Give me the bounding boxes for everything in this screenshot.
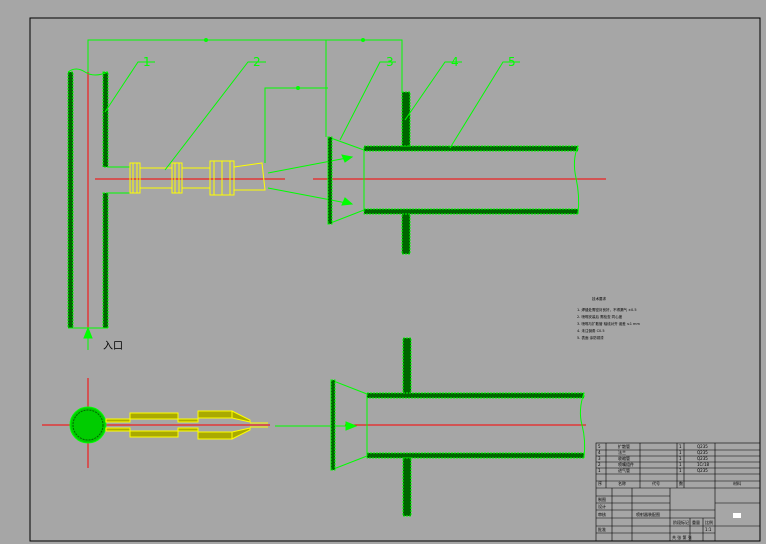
inlet-arrow bbox=[83, 326, 93, 350]
bom-cell: 1 bbox=[679, 444, 682, 449]
bom-cell: 5 bbox=[598, 444, 601, 449]
bom-header-cell: 数 bbox=[679, 480, 683, 486]
inlet-pipe-section bbox=[69, 406, 107, 444]
bom-cell: 收缩管 bbox=[618, 455, 630, 461]
flow-arrow-lower bbox=[275, 421, 358, 431]
technical-notes: 技术要求 1. 焊缝处需密封良好，不得漏气 ±0.5 2. 喷嘴安装后 需检查 … bbox=[577, 296, 640, 340]
scale-value: 1:1 bbox=[705, 527, 712, 532]
weight-label: 重量 bbox=[692, 519, 700, 525]
bom-row: 1 进气管 1 Q235 bbox=[598, 467, 708, 473]
bom-header-row: 序 名称 代号 数 材料 bbox=[598, 480, 741, 486]
inlet-label: 入口 bbox=[103, 341, 123, 352]
notes-line-5: 5. 表面 涂防锈漆 bbox=[577, 335, 604, 340]
bom-cell: 1 bbox=[679, 468, 682, 473]
notes-title: 技术要求 bbox=[592, 296, 606, 301]
sheet-label: 共 张 第 张 bbox=[672, 534, 692, 540]
drawn-label: 制图 bbox=[598, 496, 606, 502]
bom-cell: 1 bbox=[679, 450, 682, 455]
bom-cell: Q235 bbox=[697, 450, 708, 455]
callout-2: 2 bbox=[253, 55, 261, 69]
bom-header-cell: 名称 bbox=[618, 480, 626, 486]
bom-cell: 1 bbox=[679, 456, 682, 461]
bom-cell: 3 bbox=[598, 456, 601, 461]
bom-header-cell: 序 bbox=[598, 480, 602, 486]
flange-lower bbox=[402, 337, 412, 517]
bom-cell: 进气管 bbox=[618, 467, 630, 473]
bom-header-cell: 材料 bbox=[733, 480, 741, 486]
callout-leaders bbox=[104, 61, 520, 171]
drawing-name: 喷射器装配图 bbox=[636, 511, 660, 517]
bom-header-cell: 代号 bbox=[652, 480, 660, 486]
callout-1: 1 bbox=[143, 55, 151, 69]
bom-table: 5 扩散管 1 Q235 4 法兰 1 Q235 3 收缩管 1 Q235 2 … bbox=[598, 443, 741, 486]
logo-mark bbox=[733, 513, 741, 518]
nozzle-assembly bbox=[129, 160, 266, 196]
bom-cell: 喷嘴组件 bbox=[618, 461, 634, 467]
notes-line-4: 4. 未注倒角 C0.5 bbox=[577, 328, 605, 333]
stage-label: 阶段标记 bbox=[673, 519, 689, 525]
designer-label: 设计 bbox=[598, 503, 606, 509]
callout-3: 3 bbox=[386, 55, 394, 69]
title-block-text: 制图 设计 审核 批准 喷射器装配图 阶段标记 重量 比例 1:1 共 张 第 … bbox=[598, 496, 713, 540]
bom-cell: 1Cr18 bbox=[697, 462, 710, 467]
flange-upper bbox=[401, 91, 411, 255]
bom-cell: 扩散管 bbox=[618, 443, 630, 449]
bom-cell: 1 bbox=[598, 468, 601, 473]
flow-arrows bbox=[267, 154, 354, 206]
inlet-pipe bbox=[67, 68, 130, 329]
bom-cell: 1 bbox=[679, 462, 682, 467]
checker-label: 审核 bbox=[598, 511, 606, 517]
bom-cell: Q235 bbox=[697, 456, 708, 461]
bom-row: 5 扩散管 1 Q235 bbox=[598, 443, 708, 449]
bom-cell: 2 bbox=[598, 462, 601, 467]
notes-line-2: 2. 喷嘴安装后 需检查 同心度 bbox=[577, 314, 623, 319]
callout-4: 4 bbox=[451, 55, 459, 69]
bom-row: 3 收缩管 1 Q235 bbox=[598, 455, 708, 461]
notes-line-1: 1. 焊缝处需密封良好，不得漏气 ±0.5 bbox=[577, 307, 637, 312]
connecting-pipe bbox=[87, 38, 403, 163]
bom-cell: Q235 bbox=[697, 468, 708, 473]
bom-cell: 法兰 bbox=[618, 449, 626, 455]
diffuser-lower bbox=[330, 379, 586, 471]
bom-cell: 4 bbox=[598, 450, 601, 455]
bom-row: 2 喷嘴组件 1 1Cr18 bbox=[598, 461, 710, 467]
callout-5: 5 bbox=[508, 55, 516, 69]
title-block bbox=[595, 442, 761, 542]
bom-row: 4 法兰 1 Q235 bbox=[598, 449, 708, 455]
ratio-label: 比例 bbox=[705, 519, 713, 525]
bom-cell: Q235 bbox=[697, 444, 708, 449]
sheet-border bbox=[29, 17, 761, 542]
nozzle-section bbox=[105, 410, 268, 440]
notes-line-3: 3. 喷嘴与扩散管 轴线对齐 误差 ≤1 mm bbox=[577, 321, 640, 326]
approver-label: 批准 bbox=[598, 526, 606, 532]
diffuser bbox=[327, 136, 580, 225]
